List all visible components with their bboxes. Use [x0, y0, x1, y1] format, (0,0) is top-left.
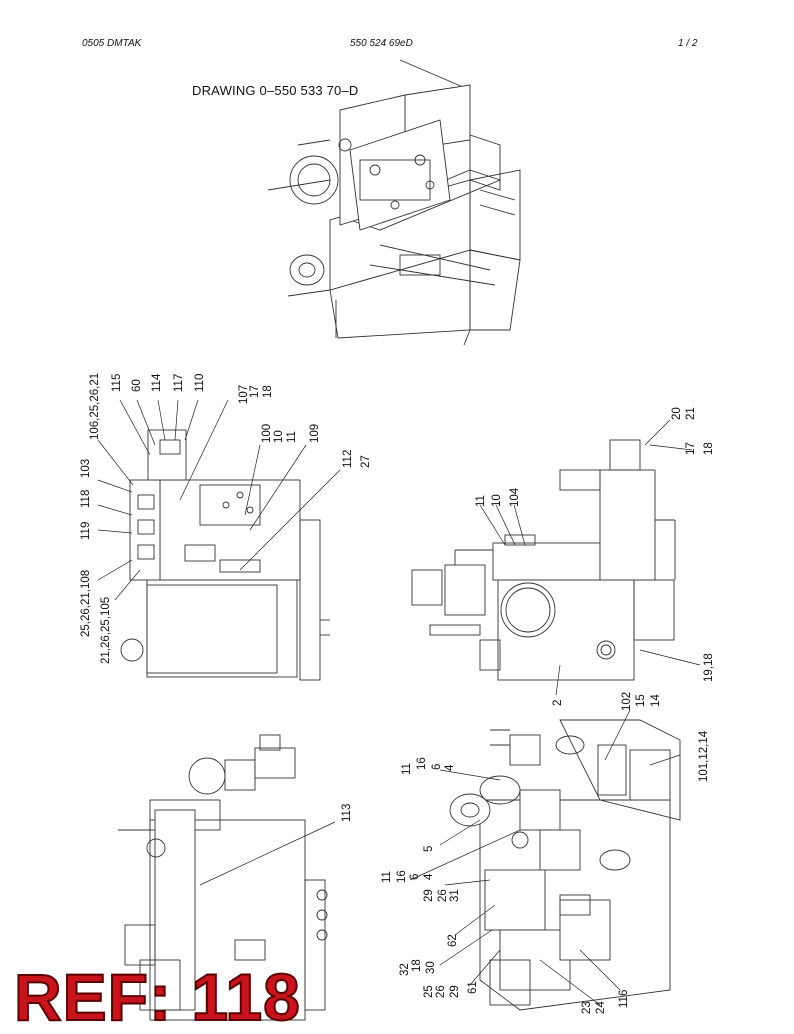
callout-107: 107 [238, 385, 250, 404]
bottom-view-left [118, 734, 336, 1021]
callout-10: 10 [273, 430, 285, 443]
callout-115: 115 [111, 374, 123, 392]
callout-18b: 18 [703, 442, 715, 455]
callout-25-26-21-108: 25,26,21,108 [80, 570, 92, 637]
callout-14: 14 [650, 694, 662, 707]
callout-17: 17 [249, 385, 261, 398]
callout-103: 103 [80, 459, 92, 478]
callout-5: 5 [423, 846, 435, 852]
drawing-title: DRAWING 0–550 533 70–D [192, 83, 359, 98]
callout-11: 11 [286, 431, 298, 443]
callout-2: 2 [552, 700, 564, 706]
callout-18: 18 [262, 385, 274, 398]
callout-labels: 106,25,26,21 115 60 114 117 110 107 17 1… [80, 373, 715, 1014]
callout-104: 104 [509, 487, 521, 507]
callout-32: 32 [399, 963, 411, 976]
callout-6c: 6 [431, 764, 443, 770]
callout-16d: 16 [396, 870, 408, 883]
callout-15: 15 [635, 694, 647, 707]
callout-60: 60 [131, 379, 143, 392]
callout-4c: 4 [444, 764, 456, 771]
callout-6d: 6 [409, 874, 421, 880]
callout-116: 116 [618, 990, 630, 1008]
header-part-number: 550 524 69eD [350, 38, 413, 49]
callout-11c: 11 [401, 763, 413, 775]
reference-stamp: REF: 118 [13, 960, 301, 1034]
callout-112: 112 [342, 450, 354, 468]
callout-11d: 11 [381, 871, 393, 883]
callout-106-25-26-21: 106,25,26,21 [89, 373, 101, 440]
callout-100: 100 [261, 424, 273, 443]
callout-117: 117 [173, 374, 185, 392]
callout-19-18: 19,18 [703, 653, 715, 682]
callout-102: 102 [621, 692, 633, 711]
callout-4d: 4 [423, 873, 435, 880]
side-view-right [411, 419, 701, 696]
callout-20: 20 [671, 407, 683, 420]
bottom-view-right [409, 709, 681, 1011]
callout-25: 25 [423, 985, 435, 998]
callout-109: 109 [309, 424, 321, 443]
callout-118: 118 [80, 490, 92, 508]
side-view-left [97, 399, 341, 681]
callout-16c: 16 [416, 757, 428, 770]
callout-61: 61 [467, 981, 479, 994]
callout-17b: 17 [685, 442, 697, 455]
callout-26c: 26 [435, 985, 447, 998]
callout-62: 62 [447, 934, 459, 947]
callout-113: 113 [341, 804, 353, 822]
callout-119: 119 [80, 522, 92, 540]
callout-23: 23 [581, 1001, 593, 1014]
callout-29: 29 [423, 889, 435, 902]
callout-24: 24 [595, 1001, 607, 1014]
header-doc-code: 0505 DMTAK [82, 38, 142, 49]
header-page-number: 1 / 2 [678, 38, 698, 49]
callout-18c: 18 [411, 959, 423, 972]
callout-101-12-14: 101,12,14 [698, 730, 710, 782]
callout-10b: 10 [491, 494, 503, 507]
callout-110: 110 [194, 374, 206, 392]
callout-26: 26 [437, 889, 449, 902]
callout-21: 21 [685, 407, 697, 420]
callout-21-26-25-105: 21,26,25,105 [100, 597, 112, 664]
callout-27: 27 [360, 455, 372, 468]
callout-29c: 29 [449, 985, 461, 998]
isometric-view [267, 59, 521, 346]
callout-31: 31 [449, 889, 461, 902]
callout-114: 114 [151, 373, 163, 392]
callout-11b: 11 [475, 495, 487, 507]
callout-30: 30 [425, 961, 437, 974]
